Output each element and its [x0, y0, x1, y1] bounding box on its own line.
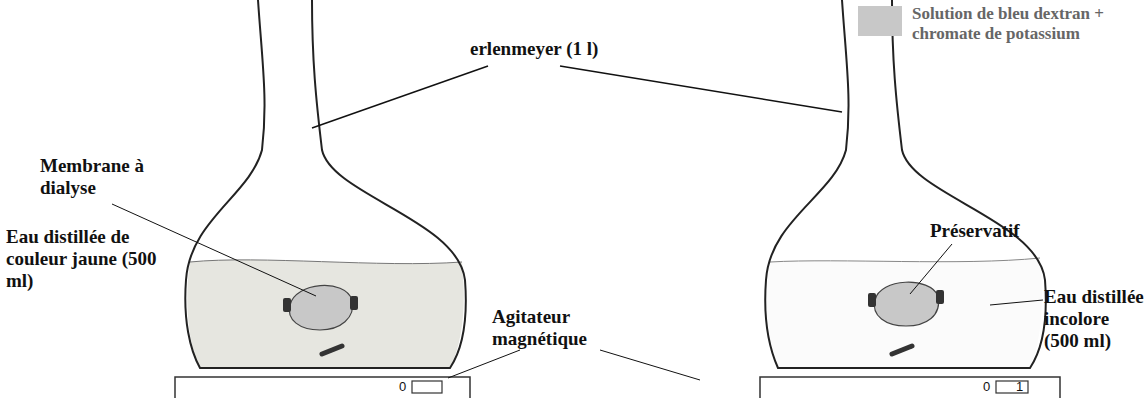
callout-label: Agitateur magnétique [492, 306, 642, 350]
callout-label: Préservatif [930, 220, 1070, 242]
clip [936, 290, 944, 304]
stirrer-body [175, 377, 470, 398]
clip [283, 298, 291, 312]
legend-swatch [858, 6, 902, 36]
leader-line [990, 300, 1043, 305]
leader-line [600, 350, 700, 380]
display-digit: 1 [1016, 380, 1026, 394]
water-surface [770, 258, 1040, 262]
callout-label: erlenmeyer (1 l) [470, 38, 670, 60]
clear-water [767, 258, 1042, 368]
erlenmeyer-flask [765, 0, 1045, 368]
stirrer-display [996, 381, 1028, 393]
stirrer-body [760, 377, 1060, 398]
dialysis-membrane [289, 285, 352, 330]
stir-bar [892, 346, 912, 354]
water-surface [190, 260, 462, 264]
legend-text: Solution de bleu dextran + chromate de p… [912, 4, 1142, 44]
stirrer-display [412, 381, 442, 393]
stir-bar [322, 346, 342, 354]
callout-label: Membrane à dialyse [40, 155, 150, 199]
callout-label: Eau distillée incolore (500 ml) [1044, 286, 1144, 352]
clip [868, 293, 876, 307]
yellow-water [187, 260, 464, 368]
display-digit: 0 [983, 380, 995, 394]
clip [350, 296, 358, 310]
leader-line [448, 350, 520, 378]
callout-label: Eau distillée de couleur jaune (500 ml) [6, 226, 182, 292]
leader-line [910, 244, 952, 294]
leader-line [312, 66, 488, 128]
condom-bag [874, 282, 938, 326]
leader-line [560, 66, 842, 112]
display-digit: 0 [399, 380, 411, 394]
erlenmeyer-flask [185, 0, 465, 368]
